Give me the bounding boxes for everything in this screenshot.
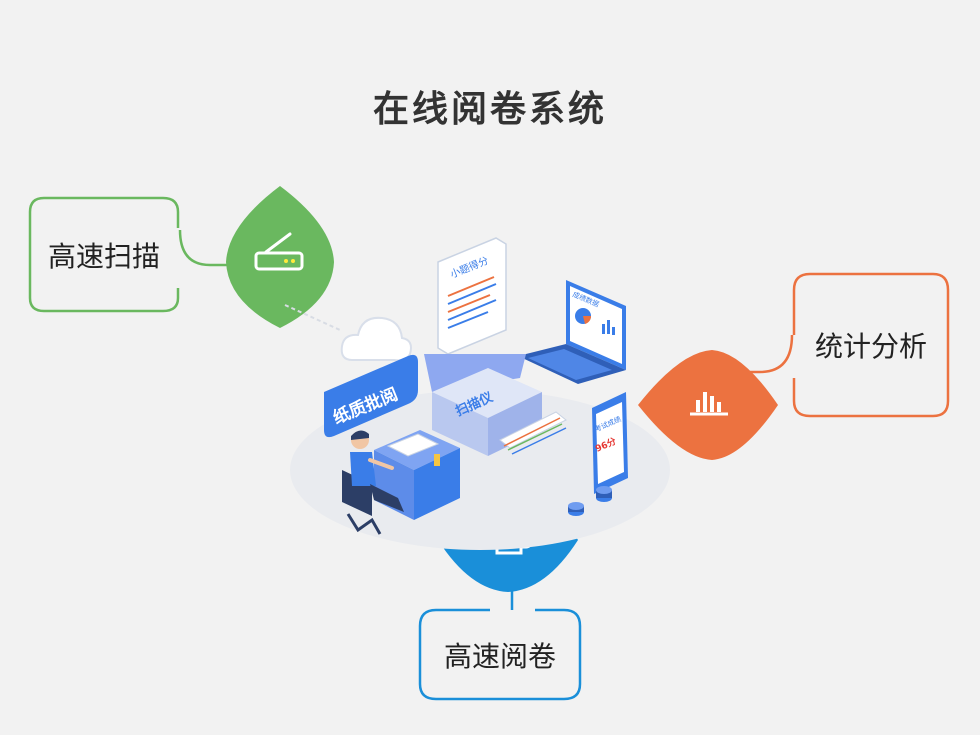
stats-label-outline [792, 272, 950, 418]
laptop: 成绩数据 [518, 280, 626, 384]
bar-chart-icon [690, 392, 728, 416]
score-document: 小题得分 [437, 237, 507, 355]
stats-connector [745, 334, 794, 374]
scan-label: 高速扫描 [47, 240, 160, 273]
phone: 考试成绩 96分 [592, 392, 628, 494]
scan-connector [178, 229, 228, 267]
stats-label: 统计分析 [814, 330, 927, 363]
coins [568, 486, 612, 516]
cloud-icon [340, 316, 412, 362]
scan-leaf [226, 186, 334, 328]
scan-label-outline [28, 196, 180, 313]
grading-label: 高速阅卷 [443, 640, 556, 673]
stats-leaf [638, 350, 778, 460]
page-title: 在线阅卷系统 [372, 89, 607, 130]
desk [374, 430, 460, 520]
grading-label-outline [418, 608, 582, 701]
scanner-device: 扫描仪 [424, 354, 567, 456]
person-at-desk [342, 430, 404, 535]
illustration: 纸质批阅 小题得分 成绩数据 [284, 237, 670, 550]
scanner-icon [254, 232, 304, 271]
